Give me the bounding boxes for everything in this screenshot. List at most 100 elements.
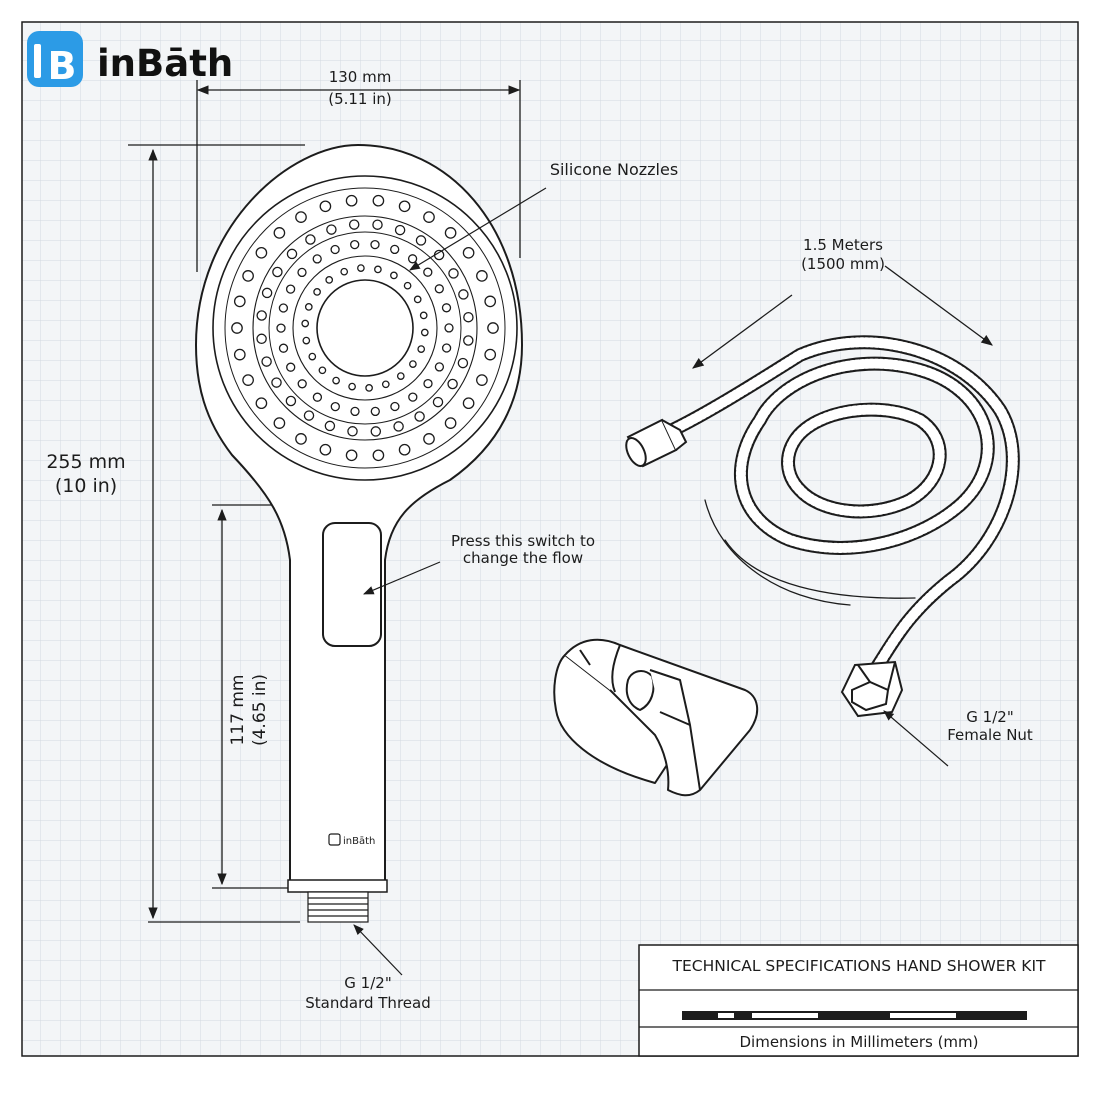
width-dimension	[196, 80, 521, 272]
nozzle	[261, 356, 272, 367]
switch-callout-line2: change the flow	[463, 549, 583, 567]
wall-holder	[553, 638, 759, 797]
nozzle	[414, 411, 425, 422]
nozzle	[390, 244, 400, 255]
nozzle	[271, 377, 282, 388]
nozzle	[231, 322, 243, 334]
nozzle	[415, 235, 427, 246]
nozzle	[396, 372, 405, 380]
nozzle-leader	[409, 187, 547, 271]
nozzle	[255, 397, 268, 410]
nozzle	[462, 397, 475, 410]
nozzle	[407, 254, 418, 264]
nozzle	[325, 276, 334, 284]
nozzle	[272, 266, 283, 278]
nozzle	[345, 449, 358, 462]
nozzle	[441, 343, 452, 353]
nozzle	[313, 288, 321, 296]
handle-brand-text: inBāth	[343, 836, 375, 847]
nozzle	[295, 433, 307, 445]
handle-mm-label: 117 mm	[228, 675, 248, 746]
nozzle	[370, 239, 380, 250]
nozzle	[297, 267, 307, 278]
nozzle	[403, 281, 412, 290]
nozzle	[340, 267, 349, 276]
nozzle	[357, 264, 365, 272]
nozzle	[233, 348, 246, 361]
nozzle	[297, 379, 307, 389]
nozzle	[484, 348, 497, 361]
height-in-label: (10 in)	[55, 475, 117, 497]
nozzle	[444, 227, 457, 239]
nozzle	[370, 406, 380, 417]
nozzle	[350, 406, 360, 417]
nozzle	[286, 248, 298, 260]
thread-callout-line1: G 1/2"	[344, 974, 391, 992]
nozzle	[348, 219, 360, 230]
nozzle	[319, 443, 332, 456]
nozzle	[318, 366, 327, 375]
nozzle	[393, 421, 404, 432]
nozzle	[345, 194, 358, 207]
brand-name: inBāth	[97, 42, 233, 85]
nozzle	[285, 284, 296, 294]
nozzle	[476, 270, 488, 282]
nozzle	[423, 378, 433, 389]
nut-leader	[883, 710, 949, 767]
nozzle	[413, 295, 422, 304]
nozzle	[233, 295, 246, 308]
handle-logo: inBāth	[328, 833, 375, 847]
nozzle	[308, 352, 317, 361]
nozzle	[330, 244, 340, 255]
nozzle	[423, 211, 435, 223]
nozzle	[463, 311, 474, 323]
thread-callout-line2: Standard Thread	[305, 994, 430, 1012]
nozzle	[423, 267, 433, 277]
spray-face-rim	[212, 175, 518, 481]
nozzle	[312, 392, 323, 402]
nozzle	[462, 246, 475, 259]
nozzle	[285, 395, 297, 407]
nut-callout-line1: G 1/2"	[966, 708, 1013, 726]
female-nut-fitting	[840, 660, 904, 718]
nozzle	[381, 380, 390, 389]
hose-length-mm-label: (1500 mm)	[801, 255, 885, 273]
nozzle	[303, 410, 315, 421]
nozzle	[374, 265, 382, 274]
nozzle	[458, 289, 469, 300]
nozzle	[326, 224, 337, 235]
nozzle	[423, 433, 435, 445]
nozzle	[370, 426, 382, 437]
nozzle	[242, 374, 254, 386]
nozzle	[276, 323, 286, 333]
hose-length-dimension	[692, 265, 993, 369]
nozzle	[444, 417, 457, 429]
nozzle	[409, 360, 417, 368]
width-in-label: (5.11 in)	[328, 90, 392, 108]
nozzle	[273, 417, 286, 429]
nozzle	[332, 376, 340, 385]
nozzle	[432, 396, 444, 408]
nozzle	[419, 311, 428, 320]
nozzle	[256, 333, 267, 345]
nozzle-callout: Silicone Nozzles	[550, 160, 678, 179]
nozzle	[256, 310, 267, 321]
flexible-hose	[643, 335, 1020, 692]
spec-title: TECHNICAL SPECIFICATIONS HAND SHOWER KIT	[671, 957, 1046, 975]
nozzle	[372, 449, 385, 462]
spec-title-block: TECHNICAL SPECIFICATIONS HAND SHOWER KIT…	[638, 944, 1079, 1057]
nozzle	[330, 401, 340, 412]
flow-switch-button	[322, 522, 382, 647]
nozzle	[295, 211, 307, 223]
hose-length-label: 1.5 Meters	[803, 236, 883, 254]
hand-shower: inBāth	[194, 143, 524, 923]
nozzle	[398, 443, 411, 456]
nozzle	[242, 270, 254, 282]
nozzle	[441, 303, 452, 313]
nozzle	[372, 219, 383, 230]
nozzle	[420, 328, 429, 337]
nozzle	[312, 254, 322, 264]
nozzle	[434, 362, 445, 372]
nozzle	[457, 357, 469, 369]
